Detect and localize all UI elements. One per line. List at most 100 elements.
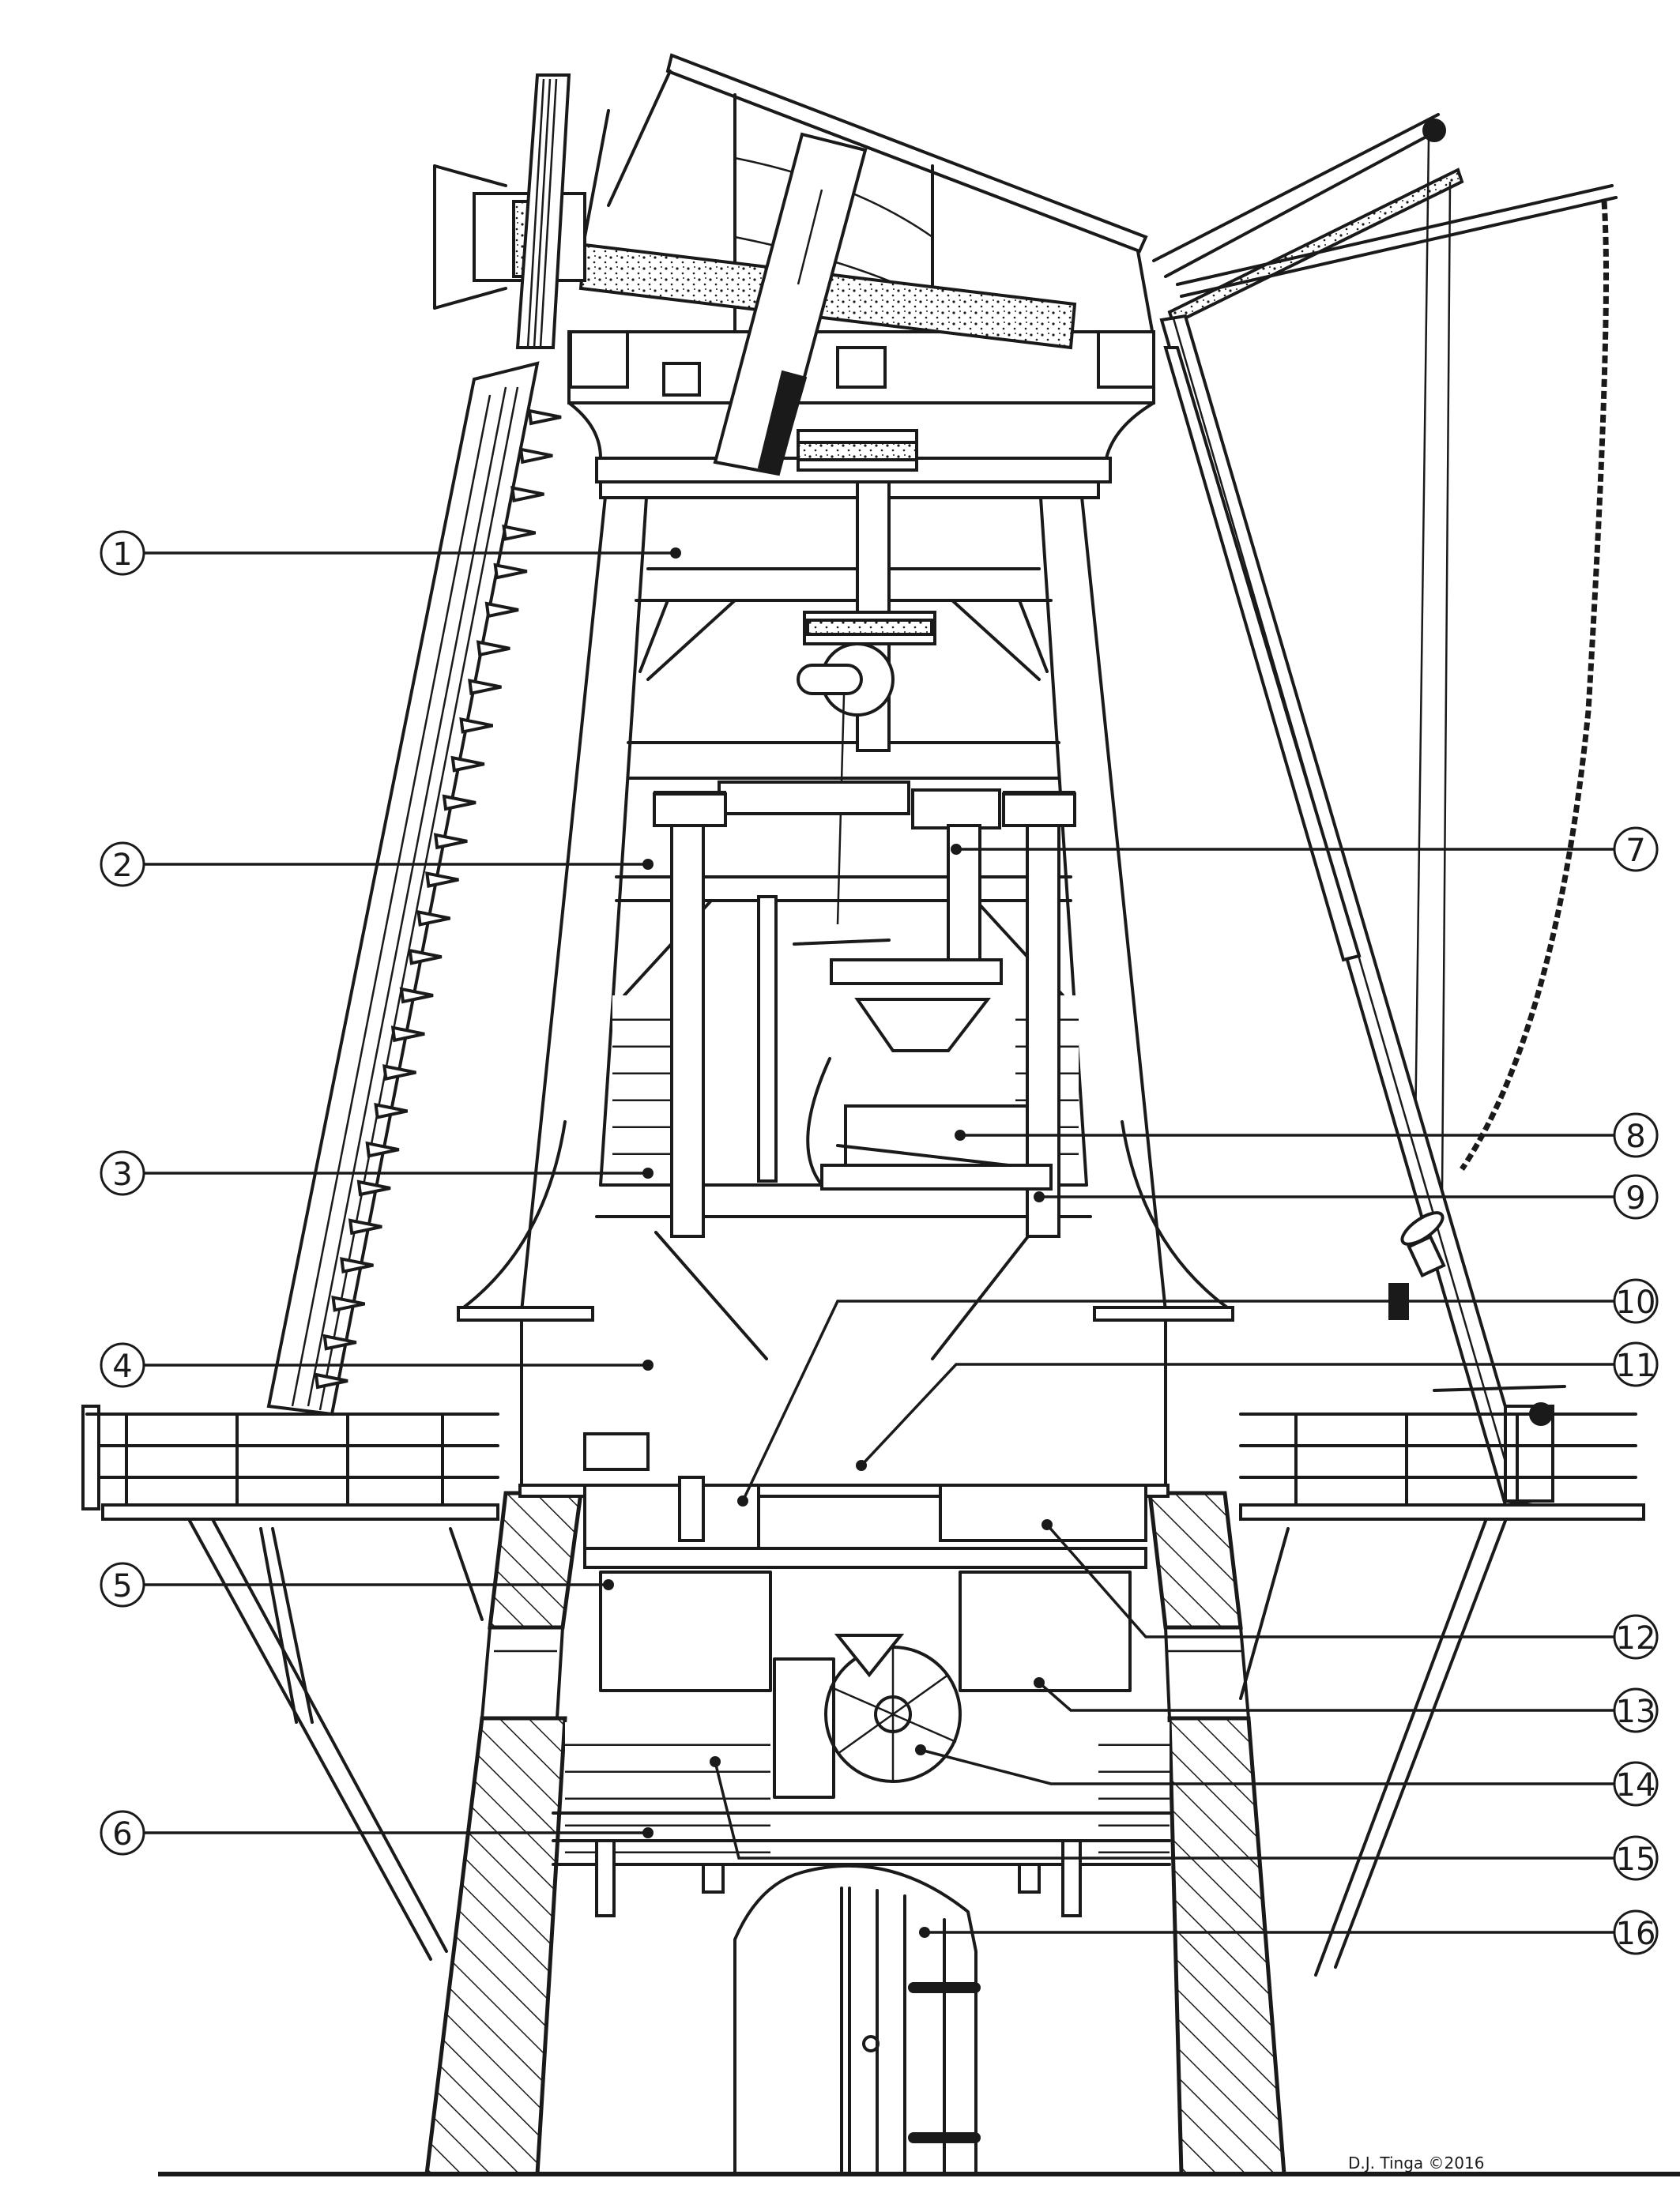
callout-number: 15 [1616, 1841, 1656, 1878]
callout-circle [100, 1810, 145, 1856]
callout-number: 12 [1616, 1620, 1656, 1657]
callout-anchor-dot [670, 547, 681, 559]
callout-leader-line [1038, 1681, 1614, 1712]
callout-circle [100, 841, 145, 887]
sail-bar [365, 1141, 400, 1158]
callout-9: 9 [1034, 1174, 1659, 1220]
callout-number: 5 [112, 1568, 132, 1604]
callout-number: 14 [1616, 1767, 1656, 1804]
sail-bar [442, 794, 477, 811]
callout-number: 3 [112, 1157, 132, 1193]
sail-bar [331, 1295, 366, 1312]
callout-anchor-dot [1034, 1677, 1045, 1688]
callout-anchor-dot [951, 844, 962, 855]
callout-number: 6 [112, 1816, 132, 1853]
sail-bar [468, 679, 502, 696]
callout-14: 14 [915, 1744, 1659, 1807]
sail-bar [459, 717, 494, 734]
callout-10: 10 [737, 1278, 1659, 1507]
callout-number: 4 [112, 1349, 132, 1385]
callout-leader-line [1045, 1523, 1614, 1638]
callout-anchor-dot [710, 1756, 721, 1767]
callout-circle [100, 1562, 145, 1608]
signature: D.J. Tinga ©2016 [1348, 2154, 1484, 2172]
callout-anchor-dot [919, 1927, 930, 1938]
callout-anchor-dot [737, 1495, 748, 1507]
callout-leader-line [860, 1363, 1614, 1467]
callout-leader-line [714, 1761, 1614, 1860]
callout-number: 13 [1616, 1694, 1656, 1730]
callout-anchor-dot [642, 859, 654, 870]
callout-anchor-dot [856, 1460, 867, 1471]
callout-number: 7 [1625, 833, 1645, 869]
sail-bar [340, 1257, 374, 1274]
callout-anchor-dot [603, 1579, 614, 1590]
sail-bar [502, 524, 537, 541]
callout-anchor-dot [642, 1827, 654, 1838]
sail-bar [348, 1218, 382, 1236]
callout-13: 13 [1034, 1677, 1659, 1733]
sail-bar [356, 1179, 391, 1197]
sail-bar [408, 948, 443, 965]
callout-circle [100, 1342, 145, 1388]
callout-number: 2 [112, 848, 132, 884]
callout-circle [100, 1150, 145, 1196]
callout-11: 11 [856, 1341, 1659, 1471]
cap-structure [433, 53, 1618, 1507]
callout-circle [1613, 1278, 1659, 1324]
callout-15: 15 [710, 1756, 1659, 1881]
callout-number: 11 [1616, 1348, 1656, 1384]
callout-2: 2 [100, 841, 654, 887]
sail-bar [425, 871, 459, 889]
callout-leader-line [741, 1300, 1614, 1502]
callout-number: 10 [1616, 1285, 1656, 1321]
callout-anchor-dot [642, 1168, 654, 1179]
sail-bar [493, 562, 528, 580]
sail-bar [390, 1025, 425, 1043]
callout-circle [1613, 1112, 1659, 1158]
callout-number: 8 [1625, 1119, 1645, 1155]
callout-12: 12 [1042, 1519, 1659, 1660]
callout-8: 8 [955, 1112, 1659, 1158]
sail-bar [510, 486, 544, 503]
sail-bar [476, 640, 510, 657]
callout-anchor-dot [642, 1360, 654, 1371]
callout-number: 16 [1616, 1916, 1656, 1952]
callout-circle [1613, 1614, 1659, 1660]
callout-6: 6 [100, 1810, 654, 1856]
callout-circle [1613, 1341, 1659, 1387]
sail-bar [484, 601, 519, 619]
sail-bar [416, 909, 451, 927]
callout-leader-line [920, 1748, 1614, 1785]
callout-7: 7 [951, 826, 1659, 872]
callout-number: 9 [1625, 1180, 1645, 1217]
callout-circle [1613, 1909, 1659, 1955]
callout-circle [1613, 1687, 1659, 1733]
callout-anchor-dot [955, 1130, 966, 1141]
sail-bar [527, 408, 562, 426]
sail-bar [374, 1102, 409, 1119]
callout-circle [1613, 826, 1659, 872]
sail-bar [433, 833, 468, 850]
callout-circle [1613, 1174, 1659, 1220]
callout-number: 1 [112, 536, 132, 573]
sail-bar [314, 1372, 348, 1390]
door [595, 1839, 1082, 2176]
callout-16: 16 [919, 1909, 1659, 1955]
callout-4: 4 [100, 1342, 654, 1388]
sail [266, 361, 562, 1416]
sail-bar [322, 1334, 357, 1351]
callout-circle [100, 530, 145, 576]
sail-bar [382, 1064, 416, 1082]
callout-circle [1613, 1835, 1659, 1881]
callout-anchor-dot [915, 1744, 926, 1755]
callout-5: 5 [100, 1562, 614, 1608]
callout-circle [1613, 1761, 1659, 1807]
callout-anchor-dot [1034, 1191, 1045, 1202]
sail-bar [518, 447, 553, 465]
sail-bar [450, 755, 485, 773]
callout-3: 3 [100, 1150, 654, 1196]
callout-1: 1 [100, 530, 681, 576]
